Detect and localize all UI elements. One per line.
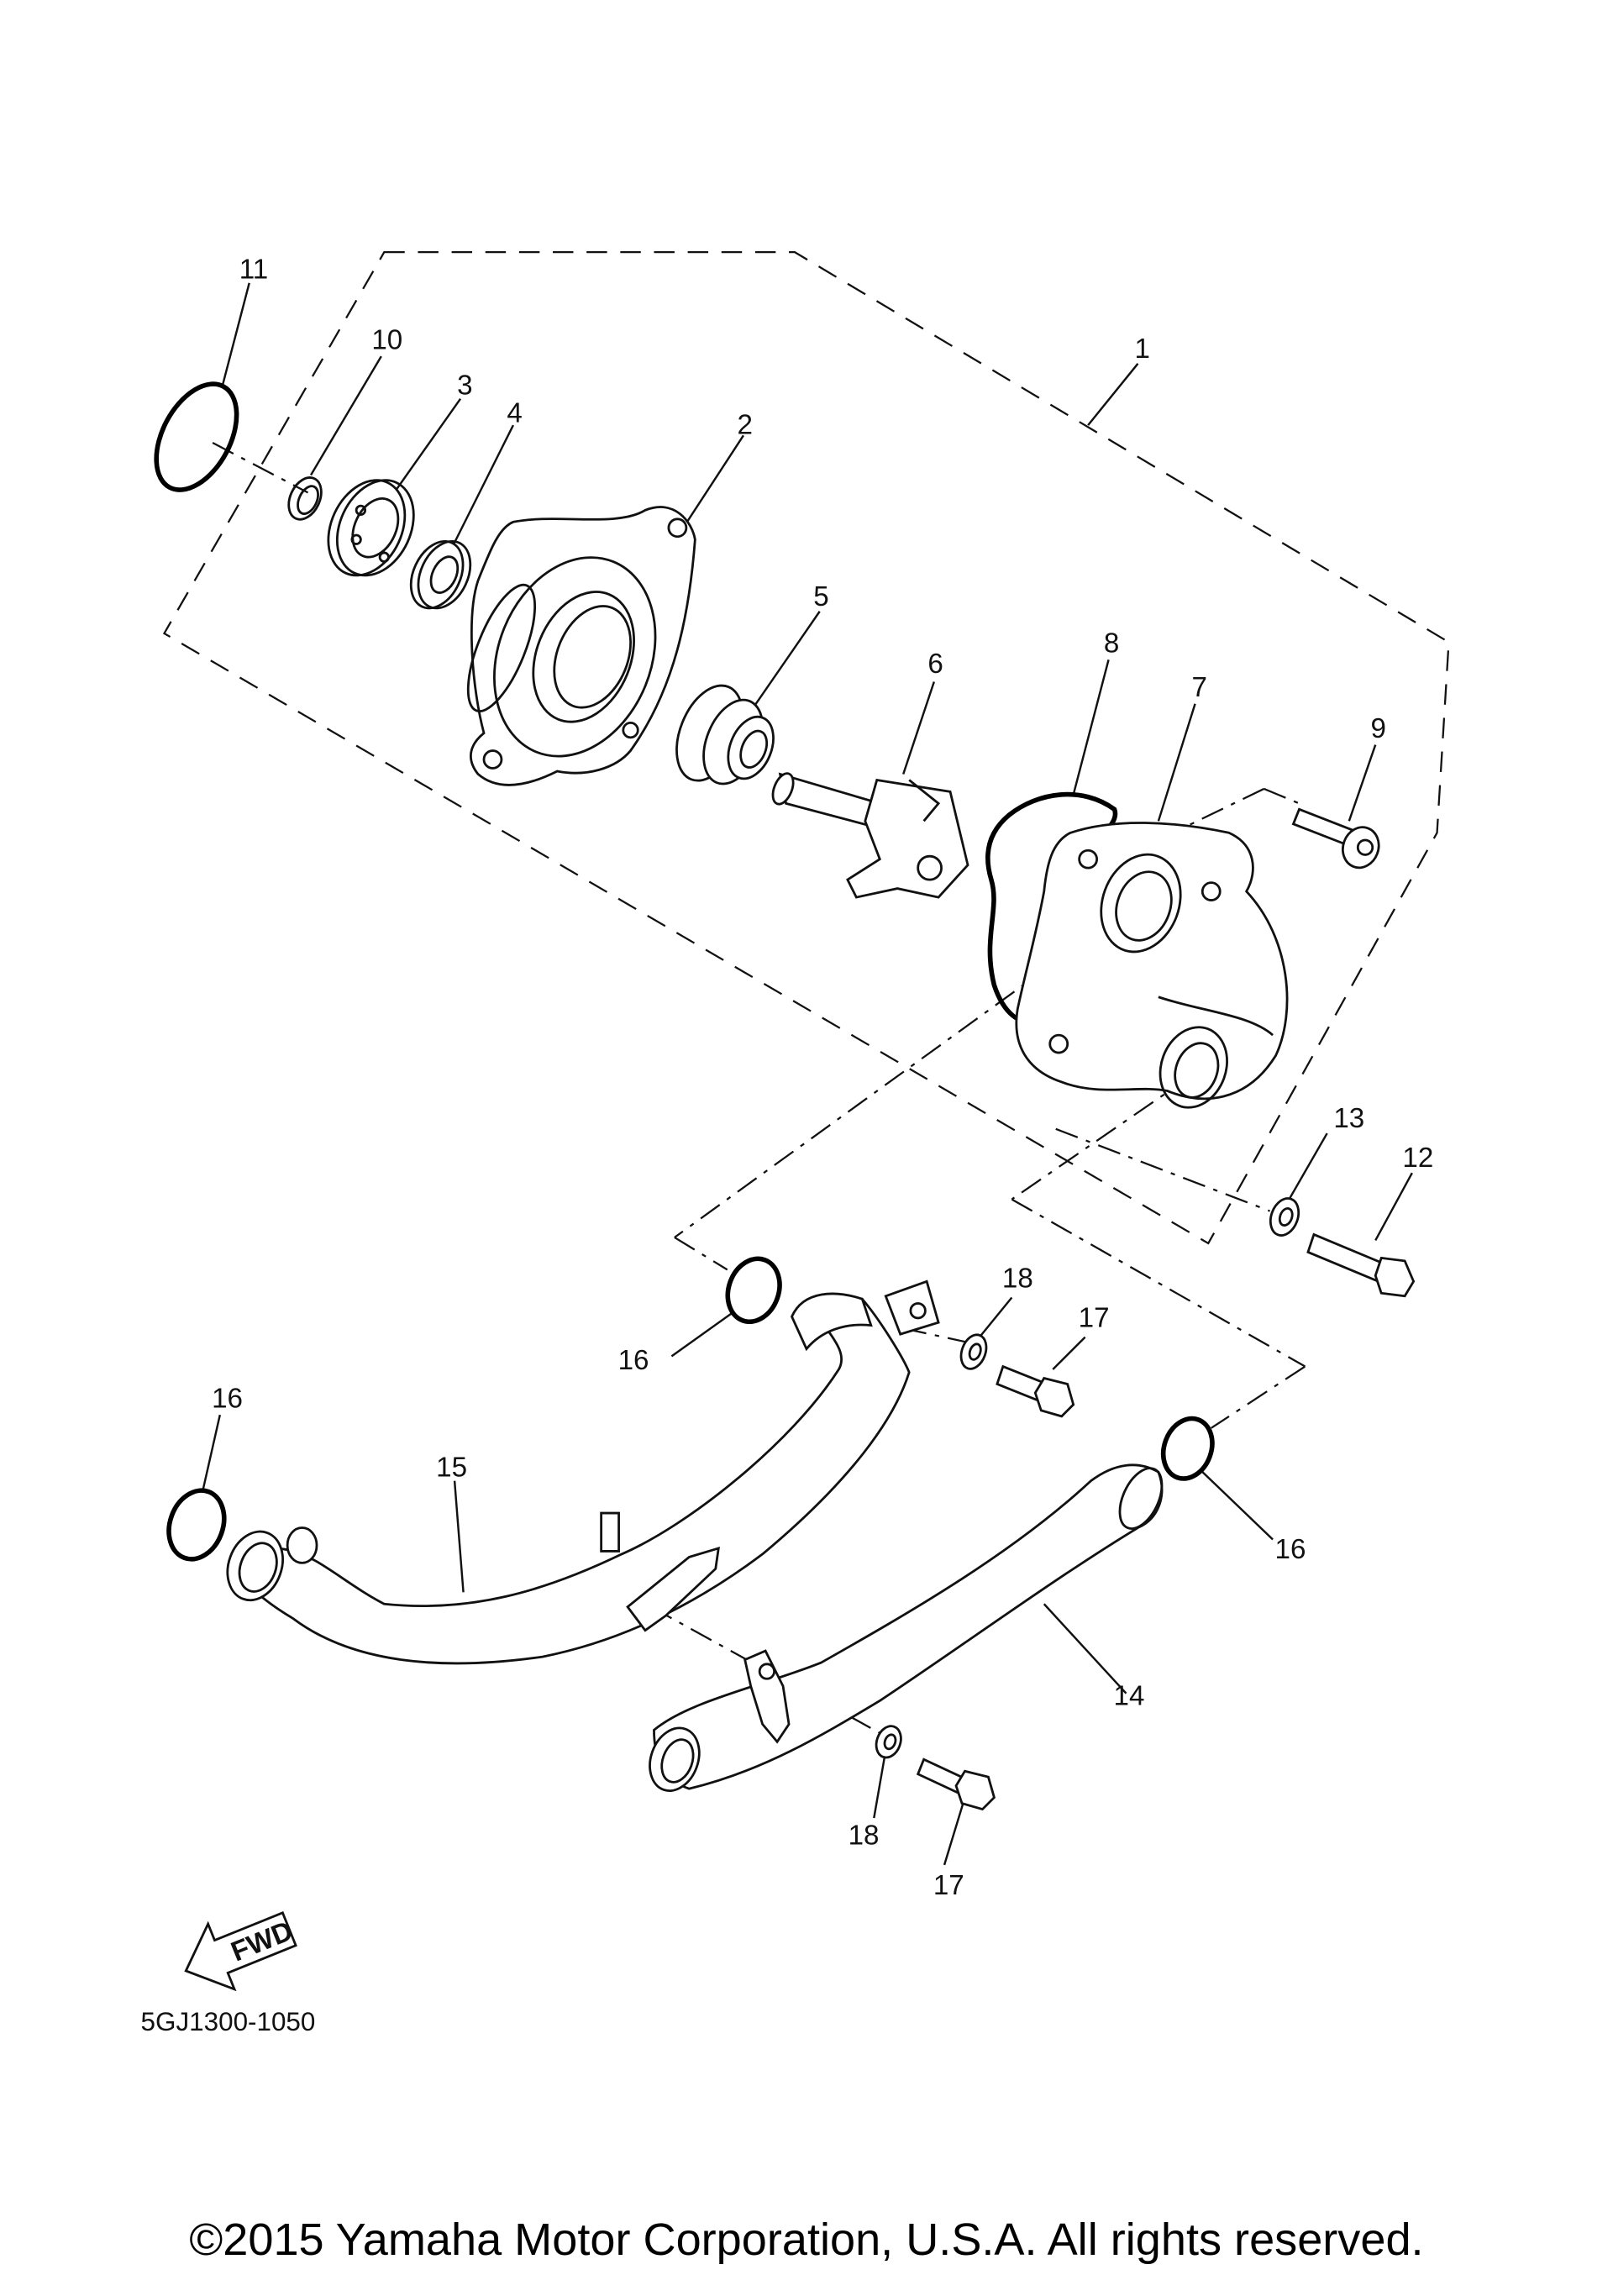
callout-18-upper: 18 [1002,1263,1033,1294]
callout-14: 14 [1114,1681,1145,1712]
washer-13 [1269,1197,1300,1237]
o-ring-16-right [1160,1416,1215,1481]
pipe-15 [226,1279,940,1665]
callout-17-upper: 17 [1079,1302,1110,1333]
o-ring-16-left [166,1488,227,1562]
pump-housing-2 [466,506,696,786]
fwd-arrow-icon: FWD [184,1911,297,1992]
callout-11: 11 [239,255,268,286]
callout-7: 7 [1192,672,1207,703]
mechanical-seal-5 [675,684,775,785]
assembly-boundary [162,251,1450,1245]
callout-13: 13 [1333,1103,1364,1134]
callout-3: 3 [457,370,472,401]
callout-16-right: 16 [1275,1534,1306,1565]
callout-2: 2 [737,410,752,441]
callout-5: 5 [813,581,828,612]
callout-18-lower: 18 [849,1820,880,1851]
washer-18-lower [875,1725,902,1759]
copyright-notice: ©2015 Yamaha Motor Corporation, U.S.A. A… [189,2215,1423,2265]
callout-17-lower: 17 [933,1870,964,1901]
callout-12: 12 [1402,1143,1433,1174]
callout-16-upper: 16 [618,1345,649,1376]
bearing-3 [327,479,415,577]
impeller-shaft-6 [771,772,969,899]
bolt-17-upper [996,1364,1075,1418]
callout-6: 6 [927,649,943,680]
callout-16-left: 16 [212,1383,243,1414]
callout-9: 9 [1371,713,1386,744]
leader-lines [201,282,1413,1866]
circlip-10 [287,476,323,521]
o-ring-16-upper [725,1256,782,1325]
bolt-17-lower [916,1757,996,1811]
callout-labels: 11 10 3 4 2 1 5 6 8 7 9 13 12 18 17 16 1… [212,255,1433,1901]
oil-seal-4 [409,539,472,610]
pump-cover-7 [1015,822,1289,1109]
callout-15: 15 [436,1452,467,1483]
o-ring-11 [154,381,239,492]
callout-4: 4 [507,398,522,429]
callout-1: 1 [1134,334,1149,365]
bolt-9 [1291,807,1380,870]
washer-18-upper [959,1333,988,1370]
callout-10: 10 [371,324,402,355]
callout-8: 8 [1104,628,1119,659]
bolt-12 [1306,1232,1416,1298]
pipe-14 [649,1463,1164,1792]
diagram-code: 5GJ1300-1050 [141,2007,316,2036]
